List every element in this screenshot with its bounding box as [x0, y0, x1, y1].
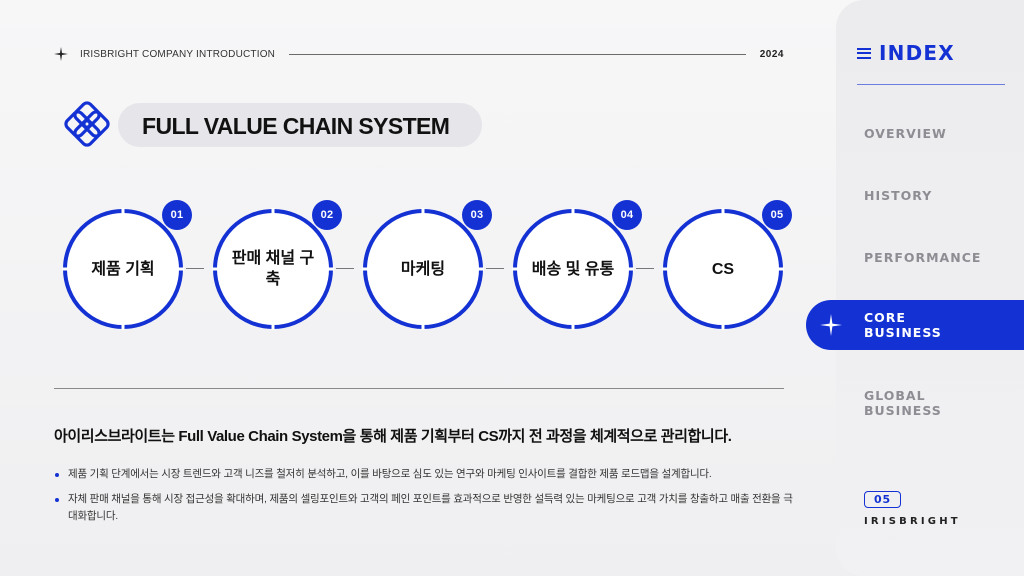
step-ring	[662, 208, 784, 330]
title-pill	[118, 103, 482, 147]
nav-item-overview[interactable]: OVERVIEW	[864, 126, 947, 141]
step-connector	[336, 268, 354, 269]
step-ring	[62, 208, 184, 330]
step-ring	[512, 208, 634, 330]
summary-text: 아이리스브라이트는 Full Value Chain System을 통해 제품…	[54, 428, 732, 445]
step-connector	[636, 268, 654, 269]
step-label: 판매 채널 구축	[231, 250, 315, 288]
step-ring	[212, 208, 334, 330]
step-label: 제품 기획	[91, 260, 155, 278]
step-label: 마케팅	[400, 260, 446, 278]
nav-item-history[interactable]: HISTORY	[864, 188, 933, 203]
page-number-badge: 05	[864, 491, 901, 508]
sparkle-icon	[54, 47, 68, 61]
list-item: 제품 기획 단계에서는 시장 트렌드와 고객 니즈를 철저히 분석하고, 이를 …	[54, 466, 794, 483]
index-divider	[857, 84, 1005, 85]
step-number-badge: 01	[162, 200, 192, 230]
chain-link-icon	[64, 101, 110, 147]
step-number-badge: 05	[762, 200, 792, 230]
step-connector	[486, 268, 504, 269]
company-label: IRISBRIGHT COMPANY INTRODUCTION	[80, 48, 276, 60]
index-heading: INDEX	[857, 41, 955, 65]
menu-icon	[857, 47, 871, 59]
detail-list: 제품 기획 단계에서는 시장 트렌드와 고객 니즈를 철저히 분석하고, 이를 …	[54, 466, 794, 533]
year-label: 2024	[759, 48, 784, 60]
value-chain-steps: 제품 기획 01 판매 채널 구축 02 마케팅 03 배송 및 유통	[58, 200, 792, 335]
content-divider	[54, 388, 784, 389]
step-circle-5: CS 05	[662, 200, 792, 330]
section-title: FULL VALUE CHAIN SYSTEM	[60, 97, 482, 151]
step-label: CS	[711, 260, 735, 278]
step-ring	[362, 208, 484, 330]
header-bar: IRISBRIGHT COMPANY INTRODUCTION 2024	[54, 44, 784, 64]
step-circle-4: 배송 및 유통 04	[512, 200, 642, 330]
brand-wordmark: IRISBRIGHT	[864, 516, 961, 527]
step-number-badge: 03	[462, 200, 492, 230]
step-circle-3: 마케팅 03	[362, 200, 492, 330]
header-divider	[289, 53, 746, 55]
index-sidebar	[836, 0, 1024, 576]
step-circle-1: 제품 기획 01	[62, 200, 192, 330]
sparkle-icon	[820, 314, 842, 336]
index-label: INDEX	[879, 41, 955, 65]
nav-item-performance[interactable]: PERFORMANCE	[864, 250, 982, 265]
step-label: 배송 및 유통	[531, 260, 615, 278]
step-circle-2: 판매 채널 구축 02	[212, 200, 342, 330]
step-number-badge: 04	[612, 200, 642, 230]
step-connector	[186, 268, 204, 269]
step-number-badge: 02	[312, 200, 342, 230]
list-item: 자체 판매 채널을 통해 시장 접근성을 확대하며, 제품의 셀링포인트와 고객…	[54, 491, 794, 525]
page-title: FULL VALUE CHAIN SYSTEM	[142, 113, 450, 139]
